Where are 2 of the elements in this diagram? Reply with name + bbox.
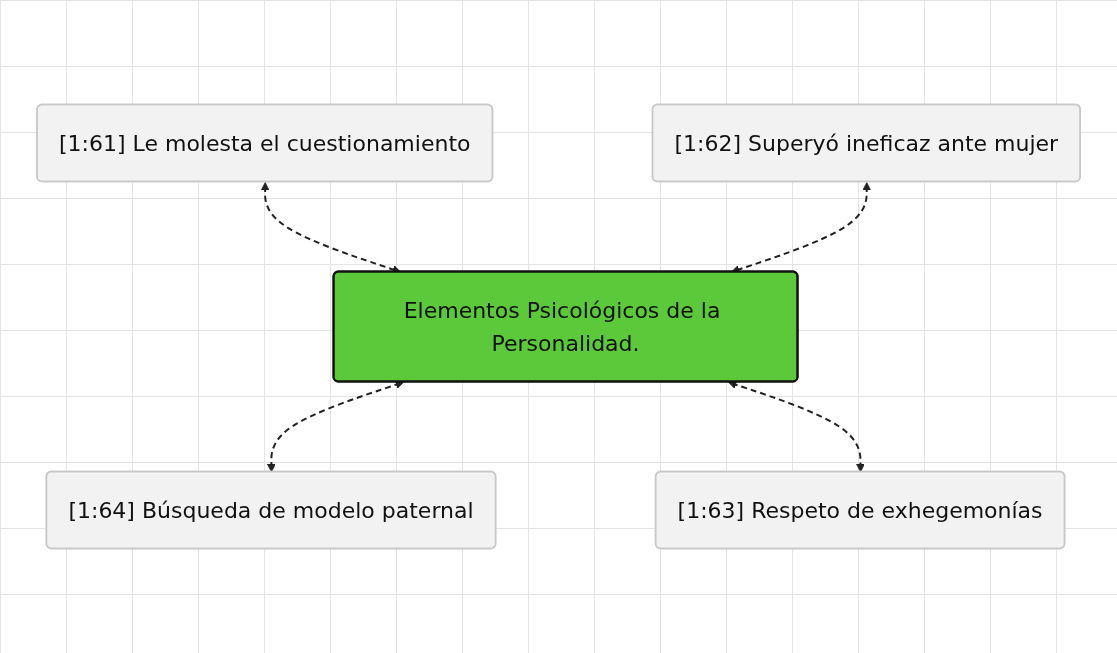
arrow	[266, 380, 404, 473]
arrow	[727, 380, 865, 473]
